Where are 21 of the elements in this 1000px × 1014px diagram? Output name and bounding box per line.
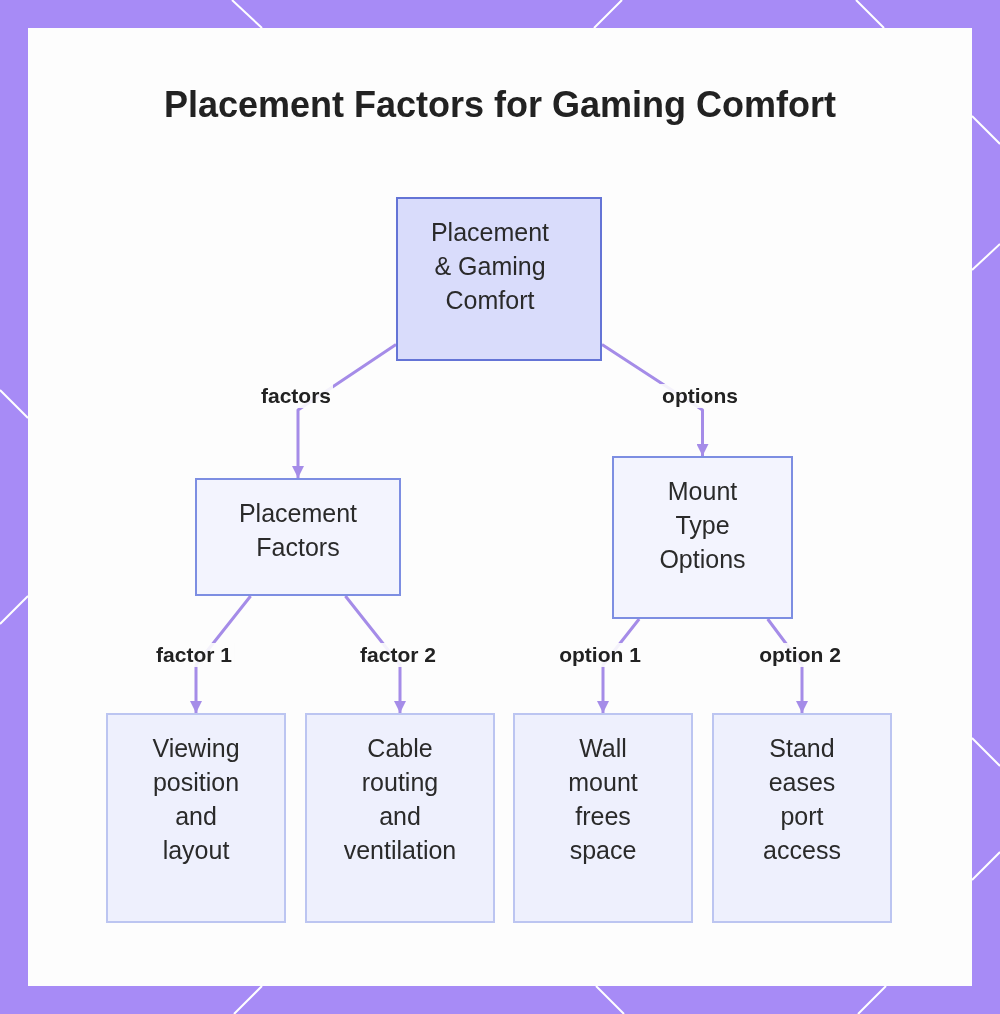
node-label: Mount Type Options <box>659 476 746 575</box>
edge-label: factor 1 <box>154 643 234 667</box>
detail-box <box>106 713 286 923</box>
node-label: Viewing position and layout <box>152 733 240 866</box>
node-label: Placement Factors <box>237 498 359 563</box>
detail-box <box>712 713 892 923</box>
detail-box <box>305 713 495 923</box>
edge-label: option 2 <box>757 643 843 667</box>
node-label: Placement & Gaming Comfort <box>429 217 551 316</box>
category-box <box>195 478 401 596</box>
edge-label: factor 2 <box>358 643 438 667</box>
edge-label: options <box>660 384 740 408</box>
root-box <box>396 197 602 361</box>
node-label: Stand eases port access <box>763 733 841 866</box>
category-box <box>612 456 793 619</box>
detail-box <box>513 713 693 923</box>
edge-label: option 1 <box>557 643 643 667</box>
edge-label: factors <box>259 384 333 408</box>
node-label: Wall mount frees space <box>568 733 638 866</box>
diagram-title: Placement Factors for Gaming Comfort <box>162 83 838 127</box>
node-label: Cable routing and ventilation <box>343 733 457 866</box>
